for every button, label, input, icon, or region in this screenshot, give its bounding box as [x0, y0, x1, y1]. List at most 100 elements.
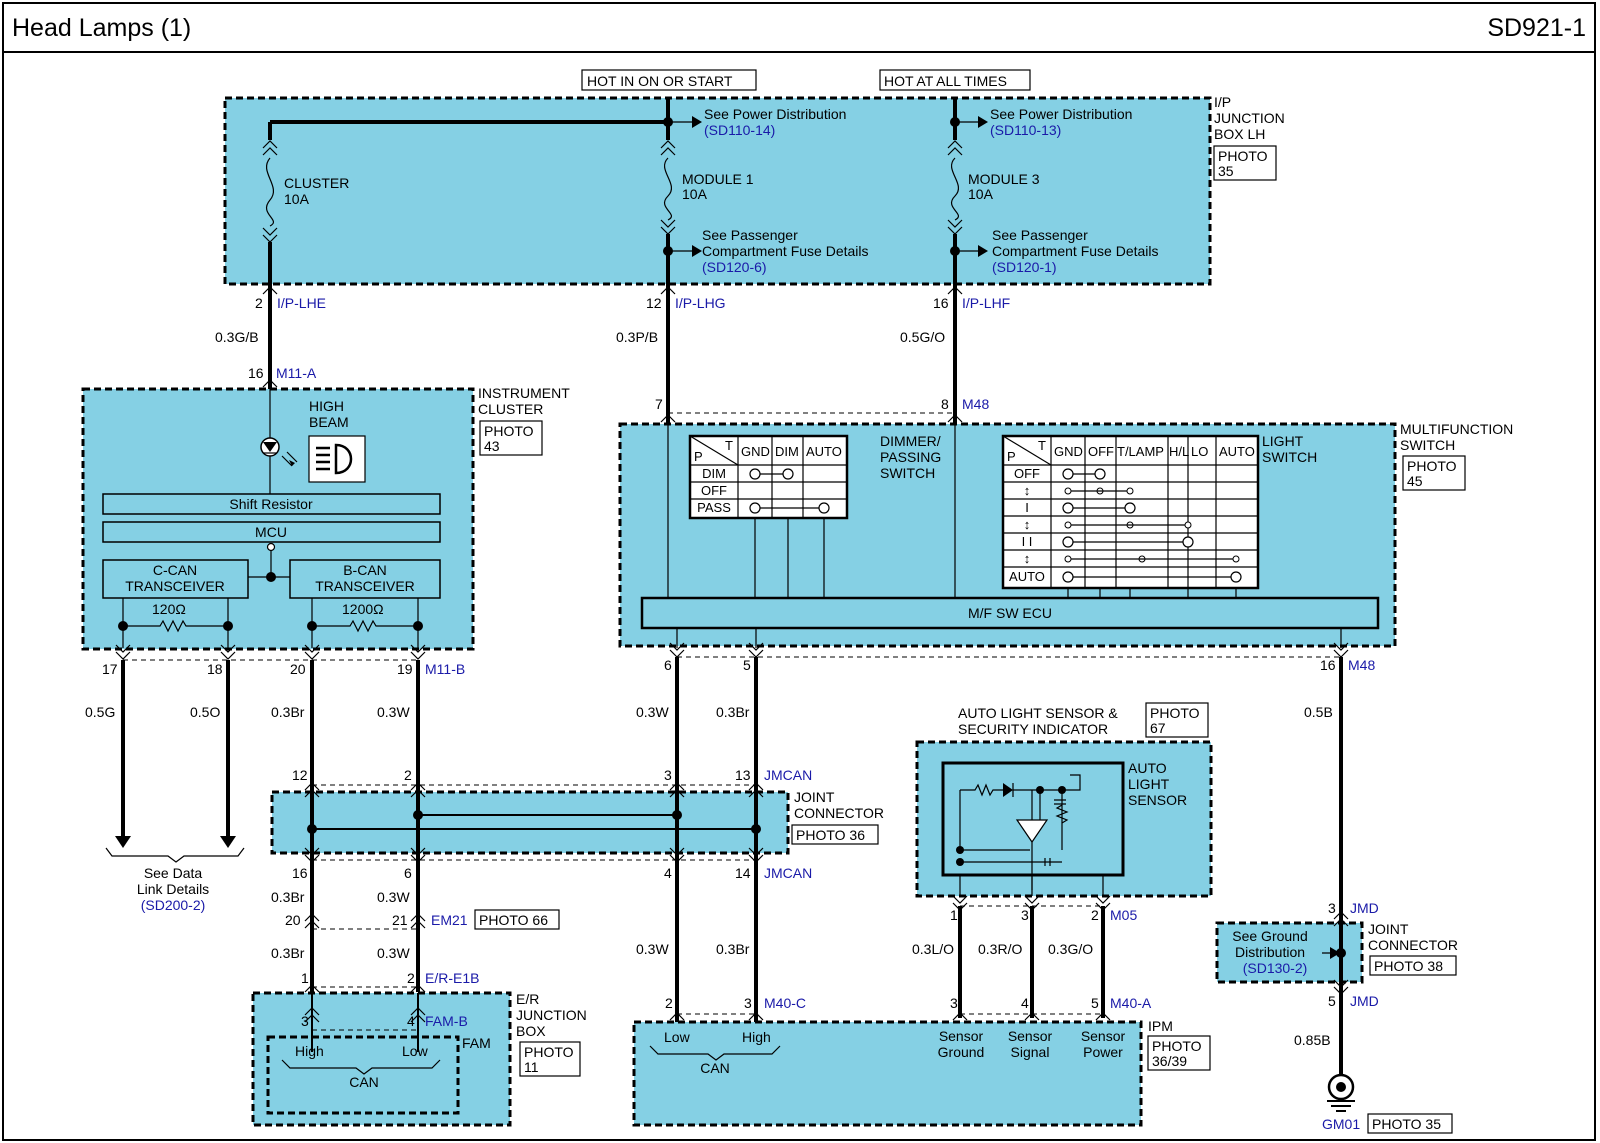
connector-mark	[410, 913, 426, 929]
shift-resistor-label: Shift Resistor	[229, 496, 313, 512]
cluster-photo-1: PHOTO	[484, 423, 534, 439]
data-link-brace	[105, 847, 245, 863]
connector-mark	[410, 1007, 426, 1023]
sensor-ground-1: Sensor	[939, 1028, 984, 1044]
ref-sd110-13[interactable]: (SD110-13)	[990, 122, 1061, 138]
ip-box-photo-box	[1213, 145, 1277, 181]
light-tbl-p: P	[1007, 449, 1016, 464]
sensor-inner-1: AUTO	[1128, 760, 1167, 776]
cluster-pin-20: 20	[290, 661, 306, 677]
ground-photo-box	[1367, 1113, 1453, 1134]
sensor-signal-1: Sensor	[1008, 1028, 1053, 1044]
jmd-name-2: CONNECTOR	[1368, 937, 1458, 953]
fuse-cluster-label: CLUSTER	[284, 175, 349, 191]
ground-icon	[1327, 1073, 1355, 1112]
conn-m40-a: M40-A	[1110, 995, 1152, 1011]
ref-sd200-2[interactable]: (SD200-2)	[141, 897, 206, 913]
sensor-pin-3: 3	[1021, 907, 1029, 923]
ipm-photo-box	[1147, 1035, 1211, 1071]
hot-in-on-label-box	[581, 69, 757, 91]
fuse-module3-amp: 10A	[968, 186, 994, 202]
mfs-pin-5: 5	[743, 657, 751, 673]
er-name-1: E/R	[516, 991, 539, 1007]
fuse-cluster-amp: 10A	[284, 191, 310, 207]
light-row-arrow-1: ↕	[1024, 483, 1031, 498]
see-passenger-2: Compartment Fuse Details	[702, 243, 869, 259]
wire-color-03w: 0.3W	[377, 704, 410, 720]
ipm-photo-1: PHOTO	[1152, 1038, 1202, 1054]
light-row-arrow-2: ↕	[1024, 517, 1031, 532]
light-col-hl: H/L	[1169, 444, 1189, 459]
conn-ip-lhf: I/P-LHF	[962, 295, 1010, 311]
light-switch-leads	[1067, 588, 1237, 598]
dim-row-pass: PASS	[697, 500, 731, 515]
joint-connector-marks	[304, 782, 764, 863]
cluster-name-2: CLUSTER	[478, 401, 543, 417]
wire-color-c: 0.5G/O	[900, 329, 945, 345]
conn-jmcan-bottom: JMCAN	[764, 865, 812, 881]
c-can-transceiver-block	[102, 559, 249, 599]
high-beam-label-1: HIGH	[309, 398, 344, 414]
light-tbl-t: T	[1038, 438, 1046, 453]
wire-color-05g: 0.5G	[85, 704, 115, 720]
light-col-off: OFF	[1088, 444, 1114, 459]
wire-color-05o: 0.5O	[190, 704, 220, 720]
c-can-label-1: C-CAN	[153, 562, 197, 578]
junction-dot	[413, 810, 423, 820]
mfs-color-03br: 0.3Br	[716, 704, 750, 720]
fam-label: FAM	[462, 1035, 491, 1051]
cluster-pin-18: 18	[207, 661, 223, 677]
fam-can: CAN	[349, 1074, 379, 1090]
ip-box-photo-1: PHOTO	[1218, 148, 1268, 164]
fam-can-brace	[281, 1059, 441, 1075]
sensor-power-1: Sensor	[1081, 1028, 1126, 1044]
data-link-wires	[121, 660, 230, 838]
connector-mark	[660, 286, 676, 295]
see-passenger-3: See Passenger	[992, 227, 1088, 243]
mfs-feed-lines	[667, 424, 956, 598]
ref-sd110-14[interactable]: (SD110-14)	[704, 122, 775, 138]
hot-at-all-label-box	[879, 69, 1031, 91]
sensor-inner-3: SENSOR	[1128, 792, 1187, 808]
c-can-label-2: TRANSCEIVER	[125, 578, 225, 594]
conn-m05: M05	[1110, 907, 1137, 923]
mfs-color-05b: 0.5B	[1304, 704, 1333, 720]
jmd-wire-color: 0.85B	[1294, 1032, 1331, 1048]
see-ground-2: Distribution	[1235, 944, 1305, 960]
connector-mark	[304, 913, 320, 929]
conn-m11-b: M11-B	[425, 661, 465, 677]
connector-mark	[748, 1012, 764, 1021]
pin-ip-lhg: 12	[646, 295, 662, 311]
er-pin-2: 2	[407, 970, 415, 986]
wire-color-a: 0.3G/B	[215, 329, 259, 345]
conn-m11-a: M11-A	[276, 365, 317, 381]
fam-high: High	[295, 1043, 324, 1059]
er-pin-4: 4	[407, 1013, 415, 1029]
dim-tbl-t: T	[725, 438, 733, 453]
em21-color-r: 0.3W	[377, 889, 410, 905]
joint-name-2: CONNECTOR	[794, 805, 884, 821]
sensor-title-1: AUTO LIGHT SENSOR &	[958, 705, 1118, 721]
wire-color-03br: 0.3Br	[271, 704, 305, 720]
conn-m48-bottom: M48	[1348, 657, 1375, 673]
ref-sd120-1[interactable]: (SD120-1)	[992, 259, 1057, 275]
mfs-photo-box	[1402, 455, 1466, 491]
arrow-icon	[692, 245, 702, 257]
mcu-node	[266, 542, 276, 552]
light-row-off: OFF	[1014, 466, 1040, 481]
arrow-down-icon	[115, 836, 131, 848]
ref-sd120-6[interactable]: (SD120-6)	[702, 259, 767, 275]
ref-sd130-2[interactable]: (SD130-2)	[1243, 960, 1308, 976]
sensor-color-go: 0.3G/O	[1048, 941, 1093, 957]
shift-resistor-block	[102, 493, 441, 515]
junction-dot	[956, 846, 964, 854]
conn-jmd-bottom: JMD	[1350, 993, 1379, 1009]
er-name-3: BOX	[516, 1023, 546, 1039]
see-ground-1: See Ground	[1232, 928, 1308, 944]
dim-col-dim: DIM	[775, 444, 799, 459]
fuse-module1-amp: 10A	[682, 186, 708, 202]
b-can-transceiver-block	[289, 559, 441, 599]
hot-at-all-label: HOT AT ALL TIMES	[884, 73, 1007, 89]
ip-junction-box	[223, 96, 1212, 286]
